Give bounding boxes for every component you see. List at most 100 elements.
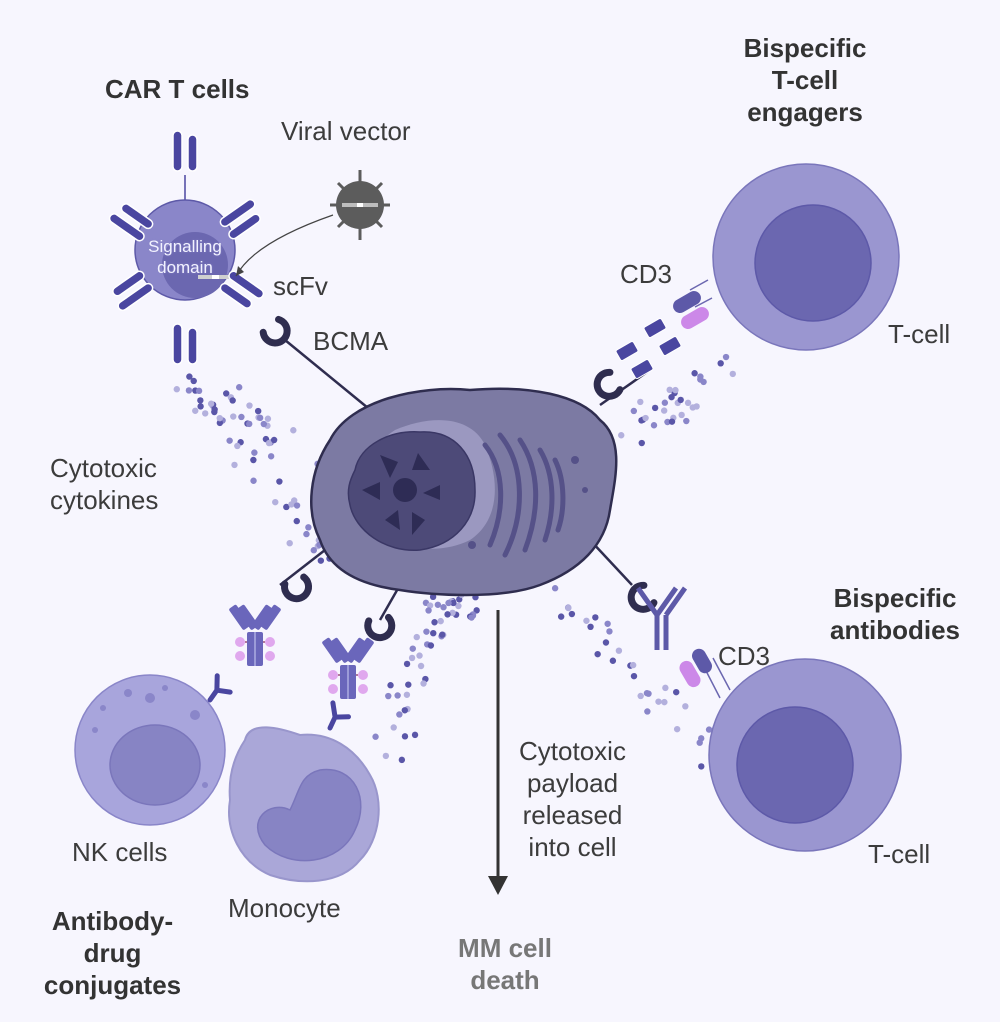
cytokine-dot [565,604,572,612]
cytokine-dot [691,370,698,377]
cytokine-dot [288,501,295,508]
cytokine-dot [644,708,651,715]
cytokine-dot [439,631,446,638]
cytokine-dot [405,681,412,688]
cytokine-dot [372,733,379,740]
cytokine-dot [286,539,293,547]
cytokine-dot [202,410,209,417]
car-t-cells-title: CAR T cells [105,74,250,104]
cytokine-dot [637,398,644,406]
cytokine-dot [594,650,601,658]
cytokine-dot [409,645,416,652]
cytokine-dot [729,370,736,378]
cytokine-dot [651,404,659,412]
cytokine-dot [234,442,241,450]
cytokine-dot [722,353,730,361]
cytokine-dot [661,698,668,706]
bite-title: Bispecific T-cell engagers [743,33,867,127]
t-cell-bottom-label: T-cell [868,839,931,869]
cytokine-dot [231,461,238,469]
cytokine-dot [403,660,411,668]
viral-vector [235,170,390,277]
cytokine-dot [254,407,262,415]
cytokine-dot [618,432,625,439]
cytokine-dot [382,752,390,760]
cytokine-dot [265,439,273,447]
cytokine-dot [677,396,684,404]
cytokine-dot [440,604,447,611]
cytokine-dot [408,654,416,662]
cytotoxic-cytokines-label: Cytotoxic cytokines [50,453,159,515]
cytokine-dot [693,403,700,410]
cytokine-dot [211,406,218,413]
cytokine-dot [587,623,594,631]
cytokine-dot [423,628,430,635]
cytokine-dot [444,611,451,618]
cytokine-dot [186,373,193,380]
cytokine-dot [272,498,279,506]
cytokine-dot [235,384,243,391]
cytokine-dot [430,629,437,637]
cytokine-dot [668,393,675,401]
t-cell-top [615,163,900,379]
cytokine-dot [226,437,233,444]
cytokine-dot [293,502,301,509]
t-cell-top-label: T-cell [888,319,951,349]
cytokine-dot [684,399,692,407]
cytokine-dot [637,692,644,700]
cytokine-dot [398,756,406,764]
cytokine-dot [223,390,230,397]
cytokine-dot [434,601,442,608]
cytokine-dot [250,477,257,484]
cytokine-dot [698,763,705,770]
cd3-top-label: CD3 [620,259,673,289]
cytokine-dot [238,413,245,421]
cytokine-dot [185,387,193,394]
cytokine-dot [427,642,435,649]
bcma-label: BCMA [313,326,389,356]
cytokine-dot [615,647,623,654]
cd3-bottom-label: CD3 [718,641,771,671]
cytokine-dot [390,724,397,731]
cytokine-dot [673,725,681,733]
cytokine-dot [197,397,204,404]
cytokine-dot [413,633,420,641]
adc-title: Antibody- drug conjugates [43,906,182,1000]
cytokine-dot [207,400,215,407]
cytokine-dot [682,703,689,710]
cytokine-dot [250,456,257,464]
cytokine-dot [425,607,432,614]
cytokine-dot [643,689,651,697]
viral-vector-label: Viral vector [281,116,411,146]
cytokine-dot [642,414,649,422]
cytokine-dot [664,418,671,426]
cytokine-dot [655,698,662,705]
cytokine-dot [437,617,444,625]
cytokine-dot [403,691,411,698]
cytokine-dot [717,360,724,367]
bispecific-antibodies-title: Bispecific antibodies [829,583,960,645]
cytokine-dot [303,530,310,538]
nk-cell [74,675,234,826]
cytokine-dot [317,557,325,564]
cytokine-dot [662,684,669,692]
cytokine-dot [602,639,610,646]
cytokine-dot [267,453,275,460]
cytokine-dot [195,387,203,395]
t-cell-bottom [635,586,902,852]
cytokine-dot [661,399,669,406]
cytokine-dot [473,607,480,614]
cytokine-dot [256,414,264,422]
cytokine-dot [638,439,645,447]
cytokine-dot [557,613,565,620]
cytokine-dot [650,422,658,429]
cytokine-dot [190,377,197,385]
cytokine-dot [401,733,409,740]
cytokine-dot [629,661,637,669]
car-t-cell [107,130,266,365]
cytokine-dot [705,726,713,733]
cytokine-dot [660,407,668,414]
cytokine-dot [417,662,425,670]
cytokine-dot [216,419,224,427]
